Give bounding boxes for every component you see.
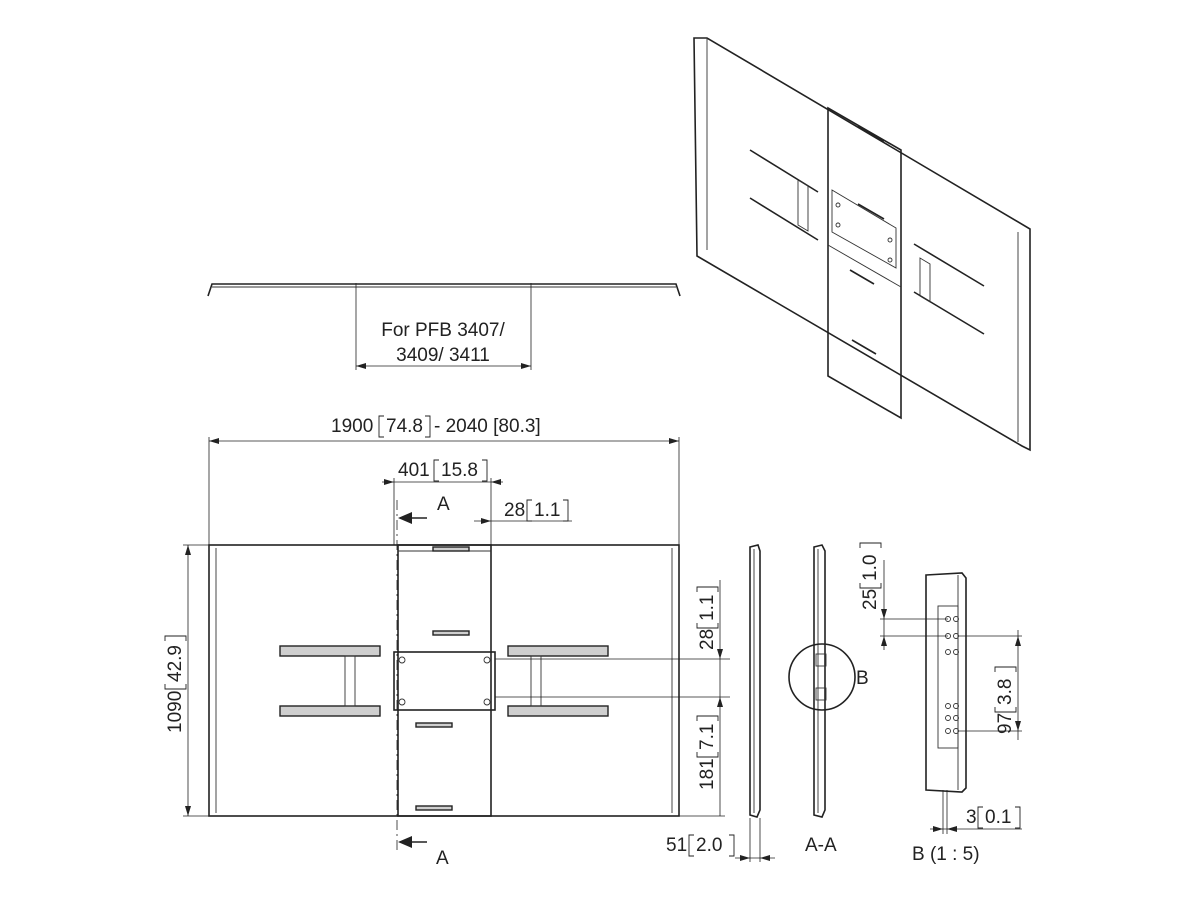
- dim-detail-gap-inch: 0.1: [985, 807, 1011, 828]
- dim-offset-top: 28 1.1: [504, 499, 569, 522]
- dim-detail-pitch: 25 1.0: [859, 542, 882, 610]
- dim-width: 1900 74.8 - 2040 [80.3]: [331, 415, 541, 438]
- dim-depth-inch: 2.0: [696, 835, 722, 856]
- isometric-view: [693, 37, 1031, 452]
- dim-plate-width-inch: 15.8: [441, 460, 478, 481]
- dim-detail-span-inch: 3.8: [995, 679, 1016, 705]
- dim-detail-span-mm: 97: [995, 713, 1016, 734]
- dim-height-mm: 1090: [165, 691, 186, 733]
- dim-detail-pitch-mm: 25: [860, 589, 881, 610]
- section-marker-bottom: A: [436, 848, 449, 869]
- dim-width-suffix: - 2040 [80.3]: [434, 416, 541, 437]
- front-view: [183, 437, 730, 850]
- dim-plate-low-mm: 181: [697, 758, 718, 790]
- dim-plate-width: 401 15.8: [398, 459, 488, 482]
- dim-plate-low: 181 7.1: [696, 715, 719, 790]
- detail-marker: B: [856, 668, 869, 689]
- side-view: [735, 544, 775, 862]
- section-view-label: A-A: [805, 835, 837, 856]
- dim-height-inch: 42.9: [165, 645, 186, 682]
- section-marker-top: A: [437, 494, 450, 515]
- dim-detail-pitch-inch: 1.0: [860, 555, 881, 581]
- dim-detail-gap: 3 0.1: [966, 806, 1021, 829]
- dim-plate-low-inch: 7.1: [697, 724, 718, 750]
- note-line-1: For PFB 3407/: [381, 320, 505, 341]
- dim-width-inch: 74.8: [386, 416, 423, 437]
- section-a-a-view: [788, 544, 856, 818]
- detail-title: B (1 : 5): [912, 844, 980, 865]
- dim-offset-top-inch: 1.1: [534, 500, 560, 521]
- detail-b-view: [880, 560, 1022, 834]
- dim-depth-mm: 51: [666, 835, 687, 856]
- dim-hole-spacing: 28 1.1: [696, 586, 719, 650]
- dim-depth: 51 2.0: [666, 834, 735, 857]
- side-profile-view: [207, 283, 681, 370]
- dim-plate-width-mm: 401: [398, 460, 430, 481]
- dim-detail-gap-mm: 3: [966, 807, 977, 828]
- dim-hole-spacing-mm: 28: [697, 629, 718, 650]
- dim-width-mm: 1900: [331, 416, 373, 437]
- dim-offset-top-mm: 28: [504, 500, 525, 521]
- dim-height: 1090 42.9: [164, 635, 187, 733]
- dim-detail-span: 97 3.8: [994, 666, 1017, 734]
- dim-hole-spacing-inch: 1.1: [697, 595, 718, 621]
- note-line-2: 3409/ 3411: [396, 345, 490, 366]
